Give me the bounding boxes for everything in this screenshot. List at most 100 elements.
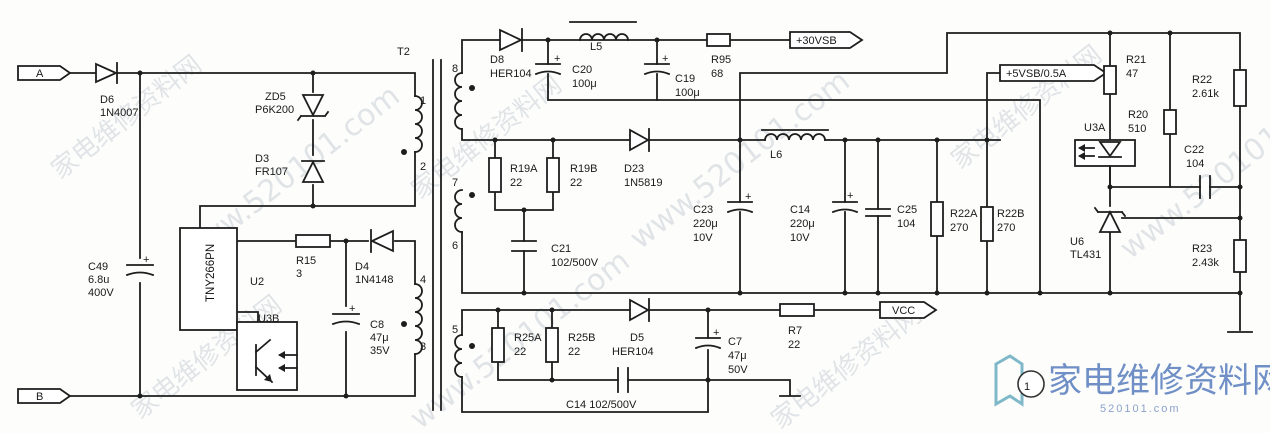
r25b-resistor: R25B 22 [545,327,596,363]
r95-value: 68 [711,68,723,80]
c49-value: 6.8u [88,274,109,286]
d5-label: D5 [630,332,644,344]
terminal-a-label: A [36,68,44,80]
figure-number: 1 [1024,381,1030,393]
r7-resistor: R7 22 [779,303,815,351]
u3b-optocoupler: U3B [236,313,298,391]
t2-pin4: 4 [420,274,426,286]
terminal-a: A [17,65,72,81]
zd5-diode: ZD5 P6K200 [255,91,330,122]
c8-capacitor: + C8 47μ 35V [331,303,390,357]
d23-diode: D23 1N5819 [624,128,663,189]
c19-plus: + [662,53,668,65]
d8-part: HER104 [490,68,532,80]
d8-label: D8 [490,54,504,66]
output-vcc-label: VCC [892,305,915,317]
r25a-value: 22 [514,346,526,358]
r7-label: R7 [788,325,802,337]
c49-rating: 400V [88,287,114,299]
c7-capacitor: + C7 47μ 50V [694,327,748,376]
d3-part: FR107 [255,166,288,178]
output-30vsb-label: +30VSB [796,35,837,47]
r22a-label: R22A [950,208,978,220]
c19-capacitor: + C19 100μ [643,53,700,99]
output-5vsb-label: +5VSB/0.5A [1006,68,1067,80]
t2-pin6: 6 [452,240,458,252]
r19a-value: 22 [510,177,522,189]
d6-part: 1N4007 [100,107,139,119]
zd5-label: ZD5 [265,91,286,103]
c14-label: C14 [790,204,810,216]
r23-value: 2.43k [1192,257,1219,269]
d8-diode: D8 HER104 [490,28,532,80]
u3a-to-r20-wire [1109,165,1171,188]
watermark-text: 家电维修资料网 [406,70,568,206]
c23-capacitor: + C23 220μ 10V [693,191,754,244]
r15-resistor: R15 3 [295,234,331,280]
c23-label: C23 [693,204,713,216]
c7-value: 47μ [728,350,747,362]
d5-diode: D5 HER104 [612,298,654,358]
c21-label: C21 [551,243,571,255]
r19a-label: R19A [510,163,538,175]
r20-value: 510 [1128,123,1146,135]
c21-value: 102/500V [551,257,599,269]
c22-label: C22 [1184,144,1204,156]
r25b-label: R25B [568,332,596,344]
c8-label: C8 [370,319,384,331]
transformer-t2: T2 1 2 4 3 8 7 6 5 [397,46,475,411]
r21-resistor: R21 47 [1103,54,1146,95]
c14-plus: + [847,190,853,202]
c21-capacitor: C21 102/500V [511,240,599,269]
r22b-resistor: R22B 270 [980,206,1025,242]
c25-label: C25 [897,204,917,216]
r95-label: R95 [711,54,731,66]
u3b-label: U3B [258,313,279,325]
c7-label: C7 [728,336,742,348]
u6-reference: U6 TL431 [1070,206,1127,261]
r15-label: R15 [296,255,316,267]
t2-pin1: 1 [420,95,426,107]
d4-diode: D4 1N4148 [355,229,394,286]
l6-inductor: L6 [761,129,829,161]
r22-resistor: R22 2.61k [1192,69,1247,107]
r15-value: 3 [296,268,302,280]
c20-value: 100μ [572,78,597,90]
c19-label: C19 [675,73,695,85]
r20-label: R20 [1128,109,1148,121]
u2-part: TNY266PN [205,244,217,302]
terminal-b: B [17,388,72,404]
r22b-value: 270 [997,222,1015,234]
r20-resistor: R20 510 [1128,109,1177,135]
r21-value: 47 [1126,68,1138,80]
logo-book-icon [994,354,1024,407]
r19a-resistor: R19A 22 [488,157,538,193]
c14-snubber-capacitor: C14 102/500V [566,367,637,411]
c20-label: C20 [572,64,592,76]
c23-rating: 10V [693,232,713,244]
junction-dots [137,30,1243,399]
u3a-optocoupler: U3A [1074,122,1136,167]
t2-label: T2 [397,46,410,58]
logo-title: 家电维修资料网 [1048,361,1270,401]
r22a-value: 270 [950,222,968,234]
output-5vsb: +5VSB/0.5A [999,64,1108,82]
c49-label: C49 [88,261,108,273]
r95-resistor: R95 68 [706,33,731,80]
r7-value: 22 [788,339,800,351]
d4-label: D4 [355,261,369,273]
u3a-label: U3A [1084,122,1106,134]
t2-pin5: 5 [452,324,458,336]
r25b-value: 22 [568,346,580,358]
d6-diode: D6 1N4007 [95,62,139,119]
u2-ic: TNY266PN U2 [179,227,264,331]
figure-number-badge [1017,370,1045,398]
c25-capacitor: C25 104 [865,204,917,230]
c20-capacitor: + C20 100μ [534,53,597,90]
r22a-resistor: R22A 270 [930,201,978,237]
zd5-part: P6K200 [255,104,294,116]
d4-part: 1N4148 [355,274,394,286]
d23-part: 1N5819 [624,177,663,189]
c20-plus: + [554,53,560,65]
